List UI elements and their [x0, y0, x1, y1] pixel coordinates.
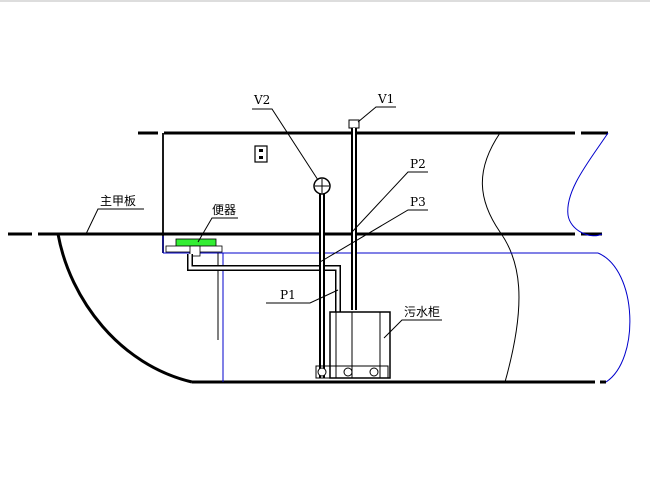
label-v2: V2	[253, 93, 270, 107]
label-main-deck: 主甲板	[100, 194, 136, 208]
toilet	[165, 238, 223, 257]
label-p1: P1	[280, 288, 296, 302]
sewage-tank	[315, 311, 391, 379]
pipe-v2	[313, 177, 331, 378]
break-line	[481, 132, 520, 383]
pipe-v1	[348, 119, 360, 310]
leader-lines	[85, 106, 442, 339]
label-toilet: 便器	[212, 203, 236, 217]
label-p3: P3	[410, 195, 426, 209]
bow-curve	[56, 233, 193, 384]
label-v1: V1	[377, 92, 394, 106]
sign-box-icon	[254, 145, 268, 163]
pipe-p1	[187, 254, 341, 312]
label-p2: P2	[410, 157, 426, 171]
label-sewage-tank: 污水柜	[404, 305, 440, 319]
blue-outline	[162, 132, 631, 383]
